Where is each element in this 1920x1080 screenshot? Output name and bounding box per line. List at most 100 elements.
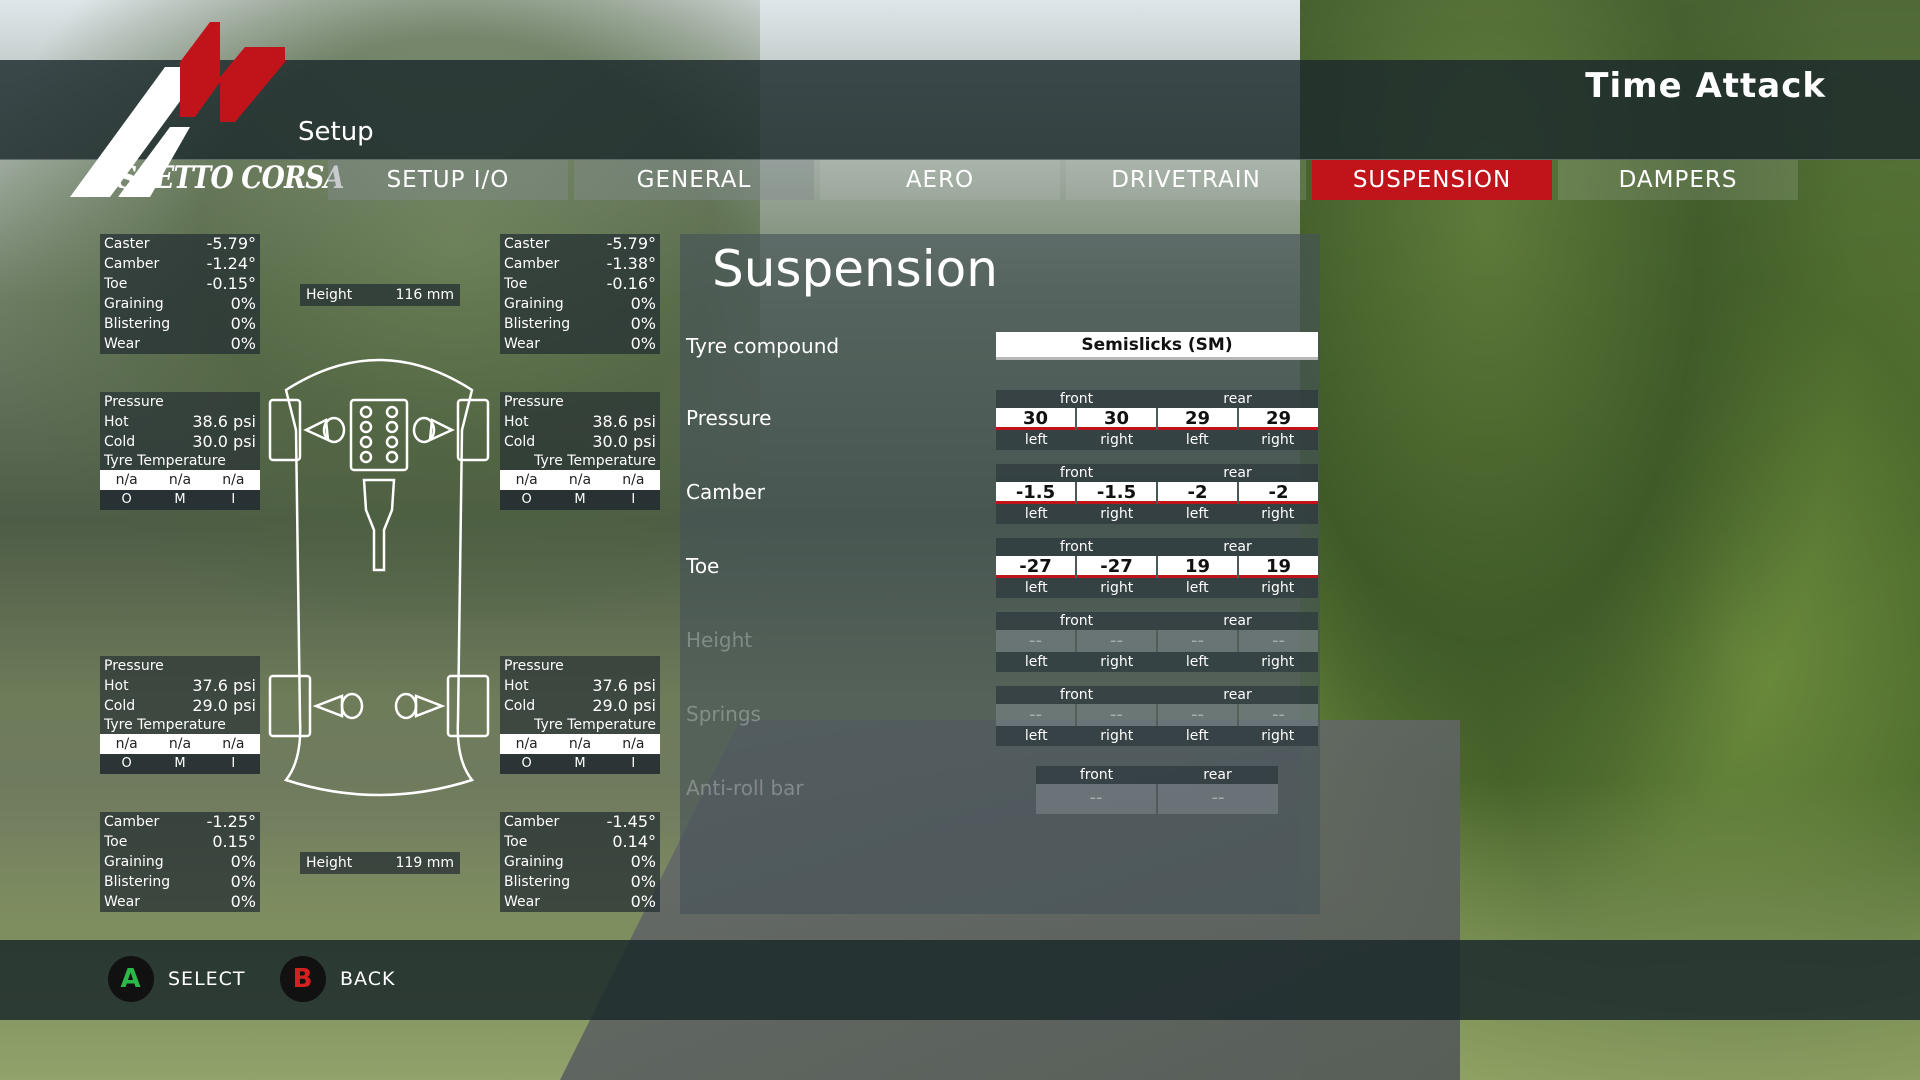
- cold-value: 29.0 psi: [592, 696, 656, 715]
- toe-rr-field[interactable]: 19: [1239, 556, 1318, 578]
- left-label: left: [1185, 432, 1209, 448]
- camber-fr-field[interactable]: -1.5: [1077, 482, 1156, 504]
- camber-label: Camber: [104, 814, 160, 830]
- i-label: I: [631, 756, 636, 771]
- o-label: O: [121, 756, 132, 771]
- camber-rl-field[interactable]: -2: [1158, 482, 1237, 504]
- tab-general[interactable]: GENERAL: [574, 160, 814, 200]
- left-label: left: [1185, 728, 1209, 744]
- suspension-panel: Suspension Tyre compound Semislicks (SM)…: [680, 234, 1320, 914]
- tyre-temp-title: Tyre Temperature: [534, 453, 656, 469]
- temp-o: n/a: [115, 472, 138, 488]
- rear-label: rear: [1223, 465, 1252, 481]
- logo-text: ASSETTO CORSA: [98, 160, 344, 196]
- toe-fr-field[interactable]: -27: [1077, 556, 1156, 578]
- wear-value: 0%: [630, 892, 656, 911]
- height-unit: mm: [426, 287, 454, 303]
- tab-suspension[interactable]: SUSPENSION: [1312, 160, 1552, 200]
- tab-setup-io[interactable]: SETUP I/O: [328, 160, 568, 200]
- cold-label: Cold: [504, 698, 536, 714]
- tyre-compound-select[interactable]: Semislicks (SM): [996, 332, 1318, 360]
- toe-label: Toe: [504, 276, 528, 292]
- height-rl-field: --: [1158, 630, 1237, 652]
- o-label: O: [521, 492, 532, 507]
- toe-rl-field[interactable]: 19: [1158, 556, 1237, 578]
- hot-value: 38.6 psi: [192, 412, 256, 431]
- arb-front-field: --: [1036, 784, 1156, 814]
- temp-o: n/a: [515, 472, 538, 488]
- camber-label: Camber: [686, 480, 765, 504]
- front-height: Height 116 mm: [300, 284, 460, 306]
- camber-value: -1.24°: [206, 254, 256, 273]
- right-label: right: [1261, 580, 1295, 596]
- b-button-icon: B: [280, 956, 326, 1002]
- springs-rr-field: --: [1239, 704, 1318, 726]
- height-value-wrap: 119 mm: [396, 852, 454, 874]
- blistering-label: Blistering: [104, 316, 171, 332]
- rear-height-value: 119: [395, 855, 423, 871]
- tab-aero[interactable]: AERO: [820, 160, 1060, 200]
- rear-label: rear: [1203, 767, 1232, 783]
- wear-label: Wear: [504, 336, 540, 352]
- assetto-corsa-logo-icon: [70, 22, 285, 197]
- graining-value: 0%: [230, 852, 256, 871]
- blistering-label: Blistering: [104, 874, 171, 890]
- camber-label: Camber: [504, 256, 560, 272]
- pressure-label: Pressure: [504, 394, 564, 410]
- car-diagram-icon: [268, 358, 490, 797]
- page-title: Setup: [298, 117, 374, 147]
- hot-value: 38.6 psi: [592, 412, 656, 431]
- pressure-fl-field[interactable]: 30: [996, 408, 1075, 430]
- tab-dampers[interactable]: DAMPERS: [1558, 160, 1798, 200]
- front-height-value: 116: [395, 287, 423, 303]
- right-label: right: [1261, 654, 1295, 670]
- hot-label: Hot: [504, 414, 529, 430]
- select-label: SELECT: [168, 968, 246, 990]
- tyre-temp-title: Tyre Temperature: [534, 717, 656, 733]
- suspension-title: Suspension: [712, 240, 998, 298]
- camber-fl-field[interactable]: -1.5: [996, 482, 1075, 504]
- wear-value: 0%: [630, 334, 656, 353]
- arb-rear-field: --: [1158, 784, 1278, 814]
- temp-m: n/a: [568, 472, 592, 488]
- tyre-temp-title: Tyre Temperature: [104, 453, 226, 469]
- toe-fl-field[interactable]: -27: [996, 556, 1075, 578]
- back-button[interactable]: B BACK: [280, 956, 395, 1002]
- temp-i: n/a: [222, 472, 245, 488]
- height-value-wrap: 116 mm: [396, 284, 454, 306]
- pressure-fr-field[interactable]: 30: [1077, 408, 1156, 430]
- tab-drivetrain[interactable]: DRIVETRAIN: [1066, 160, 1306, 200]
- m-label: M: [574, 492, 586, 507]
- left-label: left: [1185, 654, 1209, 670]
- graining-label: Graining: [104, 854, 164, 870]
- hot-label: Hot: [104, 414, 129, 430]
- blistering-label: Blistering: [504, 874, 571, 890]
- cold-value: 30.0 psi: [192, 432, 256, 451]
- blistering-label: Blistering: [504, 316, 571, 332]
- left-label: left: [1024, 506, 1048, 522]
- camber-value: -1.38°: [606, 254, 656, 273]
- select-button[interactable]: A SELECT: [108, 956, 246, 1002]
- pressure-rr-field[interactable]: 29: [1239, 408, 1318, 430]
- toe-value: 0.14°: [612, 832, 656, 851]
- camber-rr-field[interactable]: -2: [1239, 482, 1318, 504]
- back-label: BACK: [340, 968, 396, 990]
- springs-rl-field: --: [1158, 704, 1237, 726]
- springs-fr-field: --: [1077, 704, 1156, 726]
- pressure-rl-field[interactable]: 29: [1158, 408, 1237, 430]
- blistering-value: 0%: [630, 872, 656, 891]
- pressure-label: Pressure: [104, 658, 164, 674]
- wear-value: 0%: [230, 334, 256, 353]
